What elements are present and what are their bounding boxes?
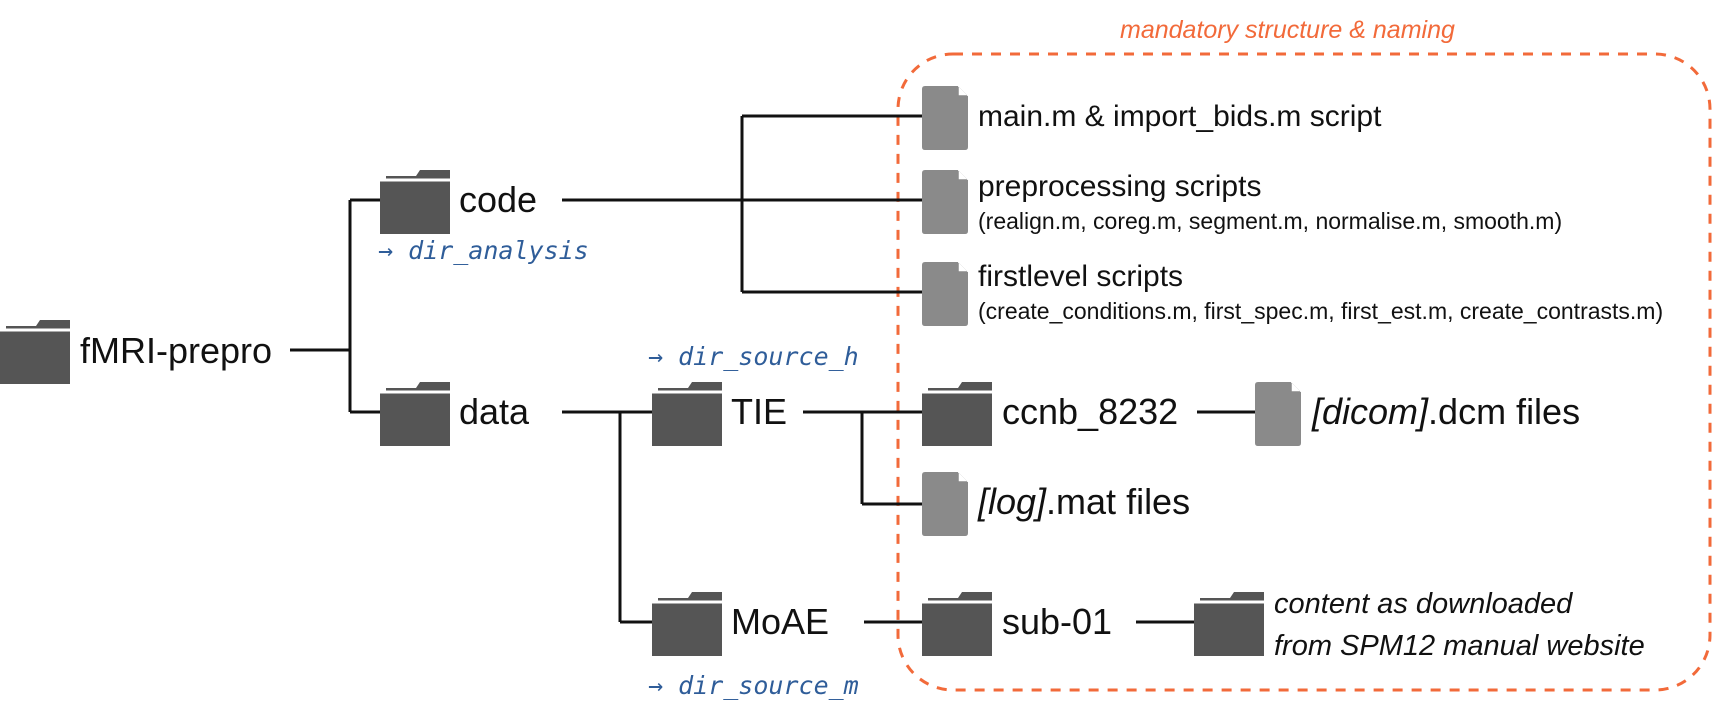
preprocessing-label: preprocessing scripts xyxy=(978,170,1262,203)
moae-folder-label: MoAE xyxy=(731,601,830,642)
dicom-file-icon xyxy=(1255,382,1301,446)
firstlevel-label: firstlevel scripts xyxy=(978,260,1184,293)
log-files-italic: [log] xyxy=(978,481,1047,522)
code-folder-label: code xyxy=(459,179,538,220)
tie-variable-label: → dir_source_h xyxy=(648,342,859,371)
moae-variable-label: → dir_source_m xyxy=(648,671,859,700)
data-folder-label: data xyxy=(459,391,530,432)
preprocessing-file-icon xyxy=(922,170,968,234)
firstlevel-file-icon xyxy=(922,262,968,326)
code-variable-label: → dir_analysis xyxy=(378,236,589,265)
data-folder-icon xyxy=(380,382,450,446)
tie-folder-icon xyxy=(652,382,722,446)
dicom-files-italic: [dicom] xyxy=(1312,391,1429,432)
main-script-file-icon xyxy=(922,86,968,150)
log-files-suffix: .mat files xyxy=(1046,481,1191,522)
mandatory-region-outline xyxy=(896,52,1712,692)
region-title: mandatory structure & naming xyxy=(1120,16,1455,44)
log-files-label: [log].mat files xyxy=(978,484,1190,520)
sub01-folder-icon xyxy=(922,592,992,656)
ccnb-folder-label: ccnb_8232 xyxy=(1002,391,1179,432)
firstlevel-sublabel: (create_conditions.m, first_spec.m, firs… xyxy=(978,298,1664,324)
sub01-folder-label: sub-01 xyxy=(1002,601,1113,642)
code-folder-icon xyxy=(380,170,450,234)
moae-folder-icon xyxy=(652,592,722,656)
content-note-line1: content as downloaded xyxy=(1274,588,1573,620)
preprocessing-sublabel: (realign.m, coreg.m, segment.m, normalis… xyxy=(978,208,1563,234)
tree-connectors xyxy=(290,114,1255,624)
root-folder-label: fMRI-prepro xyxy=(80,330,273,371)
content-note-line2: from SPM12 manual website xyxy=(1274,630,1645,662)
log-file-icon xyxy=(922,472,968,536)
dicom-files-label: [dicom].dcm files xyxy=(1312,394,1580,430)
content-folder-icon xyxy=(1194,592,1264,656)
main-script-label: main.m & import_bids.m script xyxy=(978,100,1382,133)
root-folder-icon xyxy=(0,320,70,384)
dicom-files-suffix: .dcm files xyxy=(1428,391,1581,432)
tie-folder-label: TIE xyxy=(731,391,788,432)
ccnb-folder-icon xyxy=(922,382,992,446)
